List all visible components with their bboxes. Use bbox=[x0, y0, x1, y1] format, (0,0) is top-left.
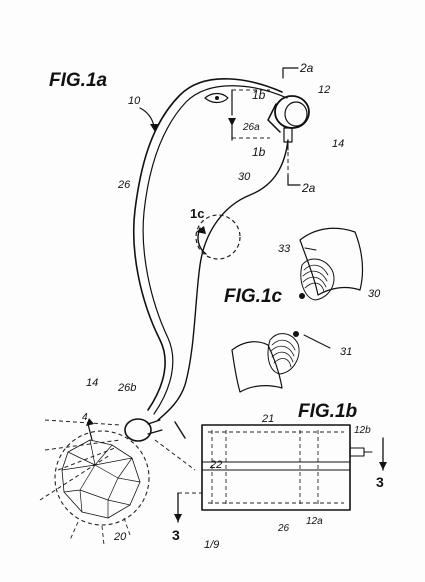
ref-2a-top: 2a bbox=[299, 61, 314, 75]
ref-1b-top: 1b bbox=[252, 88, 266, 102]
ref-1c: 1c bbox=[190, 206, 204, 221]
coil-30 bbox=[299, 259, 334, 300]
lead-30 bbox=[158, 140, 288, 420]
detail-1c-circle bbox=[196, 215, 240, 259]
ref-33: 33 bbox=[278, 243, 291, 255]
ref-26b: 26b bbox=[117, 382, 136, 394]
connector-14-bottom bbox=[125, 419, 151, 441]
ref-26-section: 26 bbox=[277, 523, 290, 534]
ref-4: 4 bbox=[82, 412, 88, 423]
coil-31 bbox=[268, 331, 299, 374]
ref-22: 22 bbox=[209, 459, 222, 471]
ref-31: 31 bbox=[340, 346, 352, 358]
fig1b-section bbox=[174, 425, 387, 522]
ref-12a: 12a bbox=[306, 516, 323, 527]
ref-21: 21 bbox=[261, 413, 274, 425]
ref-12b: 12b bbox=[354, 425, 371, 436]
ref-3-left: 3 bbox=[172, 527, 180, 543]
ref-10: 10 bbox=[128, 95, 141, 107]
fig1c-detail bbox=[232, 228, 362, 392]
fig1c-title: FIG.1c bbox=[224, 286, 283, 307]
fig1b-title: FIG.1b bbox=[298, 401, 358, 422]
ref-26a: 26a bbox=[242, 122, 260, 133]
housing-section-12 bbox=[202, 425, 350, 510]
ref-12: 12 bbox=[318, 84, 330, 96]
ref-3-right: 3 bbox=[376, 474, 384, 490]
page-number: 1/9 bbox=[204, 539, 219, 551]
ref-30: 30 bbox=[238, 171, 251, 183]
heart-object-20 bbox=[55, 431, 149, 545]
ref-14-bottom: 14 bbox=[86, 377, 98, 389]
ref-1b-bottom: 1b bbox=[252, 145, 266, 159]
ref-14-top: 14 bbox=[332, 138, 344, 150]
ref-26: 26 bbox=[117, 179, 131, 191]
ref-20: 20 bbox=[113, 531, 127, 543]
fig1a-title: FIG.1a bbox=[49, 70, 108, 91]
ref-2a-bottom: 2a bbox=[301, 181, 316, 195]
ref-30-coil: 30 bbox=[368, 288, 381, 300]
